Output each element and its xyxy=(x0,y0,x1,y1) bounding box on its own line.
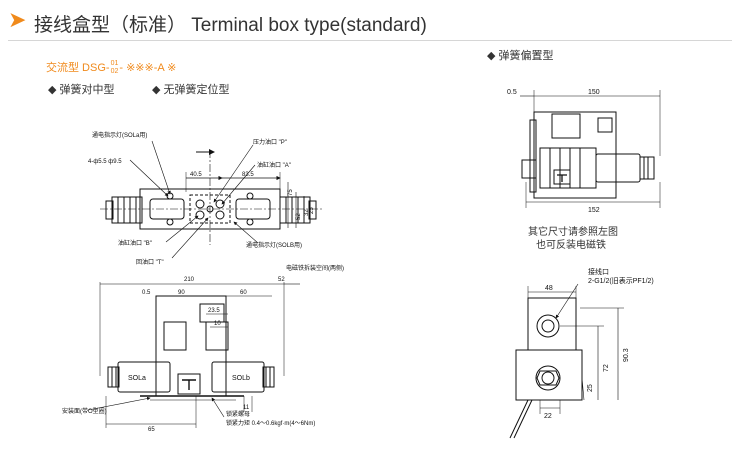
callout-solb-lamp: 通电指示灯(SOLB用) xyxy=(246,241,302,249)
dim-90: 90 xyxy=(178,290,185,296)
left-top-view xyxy=(100,140,322,259)
dim-75: 75 xyxy=(288,189,294,196)
left-front-view xyxy=(87,282,300,428)
right-top-view xyxy=(520,90,661,208)
callout-terminal: 接线口 xyxy=(588,267,609,276)
callout-return-port: 回油口 "T" xyxy=(136,258,164,266)
left-top-view-text: 通电指示灯(SOLa用) 4-ф5.5 ф9.5 压力油口 "P" 油缸油口 "… xyxy=(88,131,315,266)
dim-23-5: 23.5 xyxy=(208,308,220,314)
model-frac-bottom: 02 xyxy=(110,68,119,76)
callout-locknut-2: 锁紧力矩 0.4～0.6kgf·m(4～6Nm) xyxy=(226,419,315,427)
callout-thread: 2-G1/2(旧表示PF1/2) xyxy=(588,276,654,285)
option-center-spring: ◆ 弹簧对中型 xyxy=(48,84,115,96)
dim-0-5-front: 0.5 xyxy=(142,290,151,296)
dim-52-front: 52 xyxy=(278,277,285,283)
dim-150: 150 xyxy=(588,89,600,96)
callout-holes: 4-ф5.5 ф9.5 xyxy=(88,159,122,165)
valve-body-side xyxy=(515,349,583,401)
center-connector xyxy=(177,373,201,395)
option-offset-spring: ◆ 弹簧偏置型 xyxy=(487,50,554,62)
solenoid-right xyxy=(539,147,597,189)
callout-port-b: 油缸油口 "B" xyxy=(118,239,152,247)
model-suffix: - ※※※-A ※ xyxy=(119,62,177,74)
dim-32: 32 xyxy=(304,209,310,216)
dim-10: 10 xyxy=(214,321,221,327)
solenoid-a-top xyxy=(111,196,143,224)
dim-72: 72 xyxy=(603,364,610,372)
solenoid-a-front xyxy=(117,361,171,393)
dim-152: 152 xyxy=(588,207,600,214)
solenoid-b-cap xyxy=(308,200,317,220)
terminal-port xyxy=(536,314,560,338)
terminal-box-side xyxy=(527,297,577,351)
right-side-view-text: 接线口 2-G1/2(旧表示PF1/2) 48 72 90.3 25 22 xyxy=(544,267,654,420)
label-sola: SOLa xyxy=(128,375,146,382)
solenoid-b-front xyxy=(211,361,265,393)
right-side-view xyxy=(509,283,624,439)
callout-port-a: 油缸油口 "A" xyxy=(257,161,291,169)
note-line-2: 也可反装电磁铁 xyxy=(536,240,606,251)
dim-90-3: 90.3 xyxy=(623,348,630,362)
callout-locknut-1: 锁紧螺母 xyxy=(226,410,250,418)
label-solb: SOLb xyxy=(232,375,250,382)
callout-manual-mount: 电磁铁拆装空间(两侧) xyxy=(286,264,344,272)
callout-mount-face: 安装面(带O型圈) xyxy=(62,407,107,415)
callout-sola-lamp: 通电指示灯(SOLa用) xyxy=(92,131,147,139)
dim-83-5: 83.5 xyxy=(242,172,254,178)
callout-pressure-port: 压力油口 "P" xyxy=(253,138,287,146)
left-front-view-text: 电磁铁拆装空间(两侧) 安装面(带O型圈) 锁紧螺母 锁紧力矩 0.4～0.6k… xyxy=(62,264,344,433)
valve-body-right-top xyxy=(533,111,617,199)
dim-25-side: 25 xyxy=(587,384,594,392)
dim-22: 22 xyxy=(544,413,552,420)
page-header: ➤ 接线盒型（标准） Terminal box type(standard) xyxy=(0,0,740,44)
terminal-box-a xyxy=(163,321,187,351)
option-no-spring: ◆ 无弹簧定位型 xyxy=(152,84,230,96)
note-line-1: 其它尺寸请参照左图 xyxy=(528,227,618,238)
dim-0-5-right: 0.5 xyxy=(507,89,517,96)
page-title: 接线盒型（标准） Terminal box type(standard) xyxy=(34,15,427,36)
dim-25: 25 xyxy=(309,207,315,214)
header-arrow-icon: ➤ xyxy=(8,7,27,32)
model-frac-top: 01 xyxy=(110,60,119,68)
dim-52: 52 xyxy=(296,213,302,220)
dim-11: 11 xyxy=(243,405,250,411)
solenoid-a-end xyxy=(107,366,120,388)
dim-60: 60 xyxy=(240,290,247,296)
dim-210: 210 xyxy=(184,277,195,283)
dim-48: 48 xyxy=(545,285,553,292)
solenoid-b-top xyxy=(279,196,311,224)
solenoid-b-end xyxy=(262,366,275,388)
solenoid-a-cap xyxy=(105,200,114,220)
dim-65: 65 xyxy=(148,427,155,433)
right-top-view-text: 150 0.5 152 xyxy=(507,89,600,214)
model-prefix: 交流型 DSG- xyxy=(46,62,110,74)
dim-40-5: 40.5 xyxy=(190,172,202,178)
header-divider xyxy=(8,40,732,41)
